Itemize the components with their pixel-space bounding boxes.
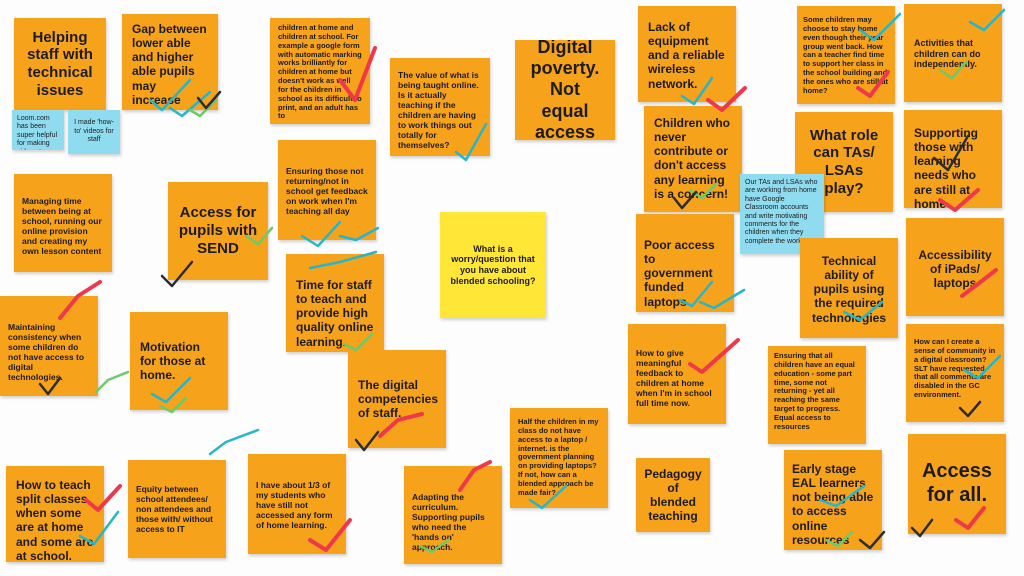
sticky-note-pedagogy[interactable]: Pedagogy of blended teaching bbox=[636, 458, 710, 532]
sticky-note-one-third-students[interactable]: I have about 1/3 of my students who have… bbox=[248, 454, 346, 554]
sticky-note-how-to-videos[interactable]: I made 'how-to' videos for staff bbox=[68, 110, 120, 154]
sticky-note-government-laptops[interactable]: Poor access to government funded laptops bbox=[636, 214, 734, 312]
sticky-note-equal-education[interactable]: Ensuring that all children have an equal… bbox=[768, 346, 866, 444]
sticky-note-helping-staff[interactable]: Helping staff with technical issues bbox=[14, 18, 106, 110]
sticky-note-technical-ability[interactable]: Technical ability of pupils using the re… bbox=[800, 238, 898, 338]
sticky-note-split-classes[interactable]: How to teach split classes when some are… bbox=[6, 466, 104, 562]
sticky-note-loom[interactable]: Loom.com has been super helpful for maki… bbox=[12, 110, 64, 150]
sticky-note-half-no-laptop[interactable]: Half the children in my class do not hav… bbox=[510, 408, 608, 508]
sticky-note-learning-needs-home[interactable]: Supporting those with learning needs who… bbox=[904, 110, 1002, 208]
sticky-note-adapting-curriculum[interactable]: Adapting the curriculum. Supporting pupi… bbox=[404, 466, 502, 564]
sticky-note-digital-competencies[interactable]: The digital competencies of staff. bbox=[348, 350, 446, 448]
sticky-note-feedback-not-returning[interactable]: Ensuring those not returning/not in scho… bbox=[278, 140, 376, 240]
sticky-note-equity-attendees[interactable]: Equity between school attendees/ non att… bbox=[128, 460, 226, 558]
sticky-note-value-taught-online[interactable]: The value of what is being taught online… bbox=[390, 58, 490, 156]
sticky-note-lack-of-equipment[interactable]: Lack of equipment and a reliable wireles… bbox=[638, 6, 736, 102]
sticky-note-accessibility-ipads[interactable]: Accessibility of iPads/ laptops bbox=[906, 218, 1004, 316]
sticky-note-digital-community[interactable]: How can I create a sense of community in… bbox=[906, 324, 1004, 422]
sticky-note-digital-poverty[interactable]: Digital poverty. Not equal access bbox=[515, 40, 615, 140]
sticky-note-stay-home-choice[interactable]: Some children may choose to stay home ev… bbox=[797, 6, 895, 104]
sticky-note-never-contribute[interactable]: Children who never contribute or don't a… bbox=[644, 106, 742, 212]
sticky-note-independent-activities[interactable]: Activities that children can do independ… bbox=[904, 4, 1002, 102]
sticky-note-maintaining-consistency[interactable]: Maintaining consistency when some childr… bbox=[0, 296, 98, 396]
sticky-note-time-for-staff[interactable]: Time for staff to teach and provide high… bbox=[286, 254, 384, 352]
sticky-note-motivation-home[interactable]: Motivation for those at home. bbox=[130, 312, 228, 410]
sticky-note-managing-time[interactable]: Managing time between being at school, r… bbox=[14, 174, 112, 272]
sticky-note-central-question[interactable]: What is a worry/question that you have a… bbox=[440, 212, 546, 318]
sticky-note-eal-learners[interactable]: Early stage EAL learners not being able … bbox=[784, 450, 882, 550]
sticky-note-gap-lower-higher[interactable]: Gap between lower able and higher able p… bbox=[122, 14, 218, 110]
sticky-note-access-for-all[interactable]: Access for all. bbox=[908, 434, 1006, 534]
sticky-note-meaningful-feedback[interactable]: How to give meaningful feedback to child… bbox=[628, 324, 726, 424]
sticky-note-google-form[interactable]: children at home and children at school.… bbox=[270, 18, 370, 124]
sticky-note-access-send[interactable]: Access for pupils with SEND bbox=[168, 182, 268, 280]
